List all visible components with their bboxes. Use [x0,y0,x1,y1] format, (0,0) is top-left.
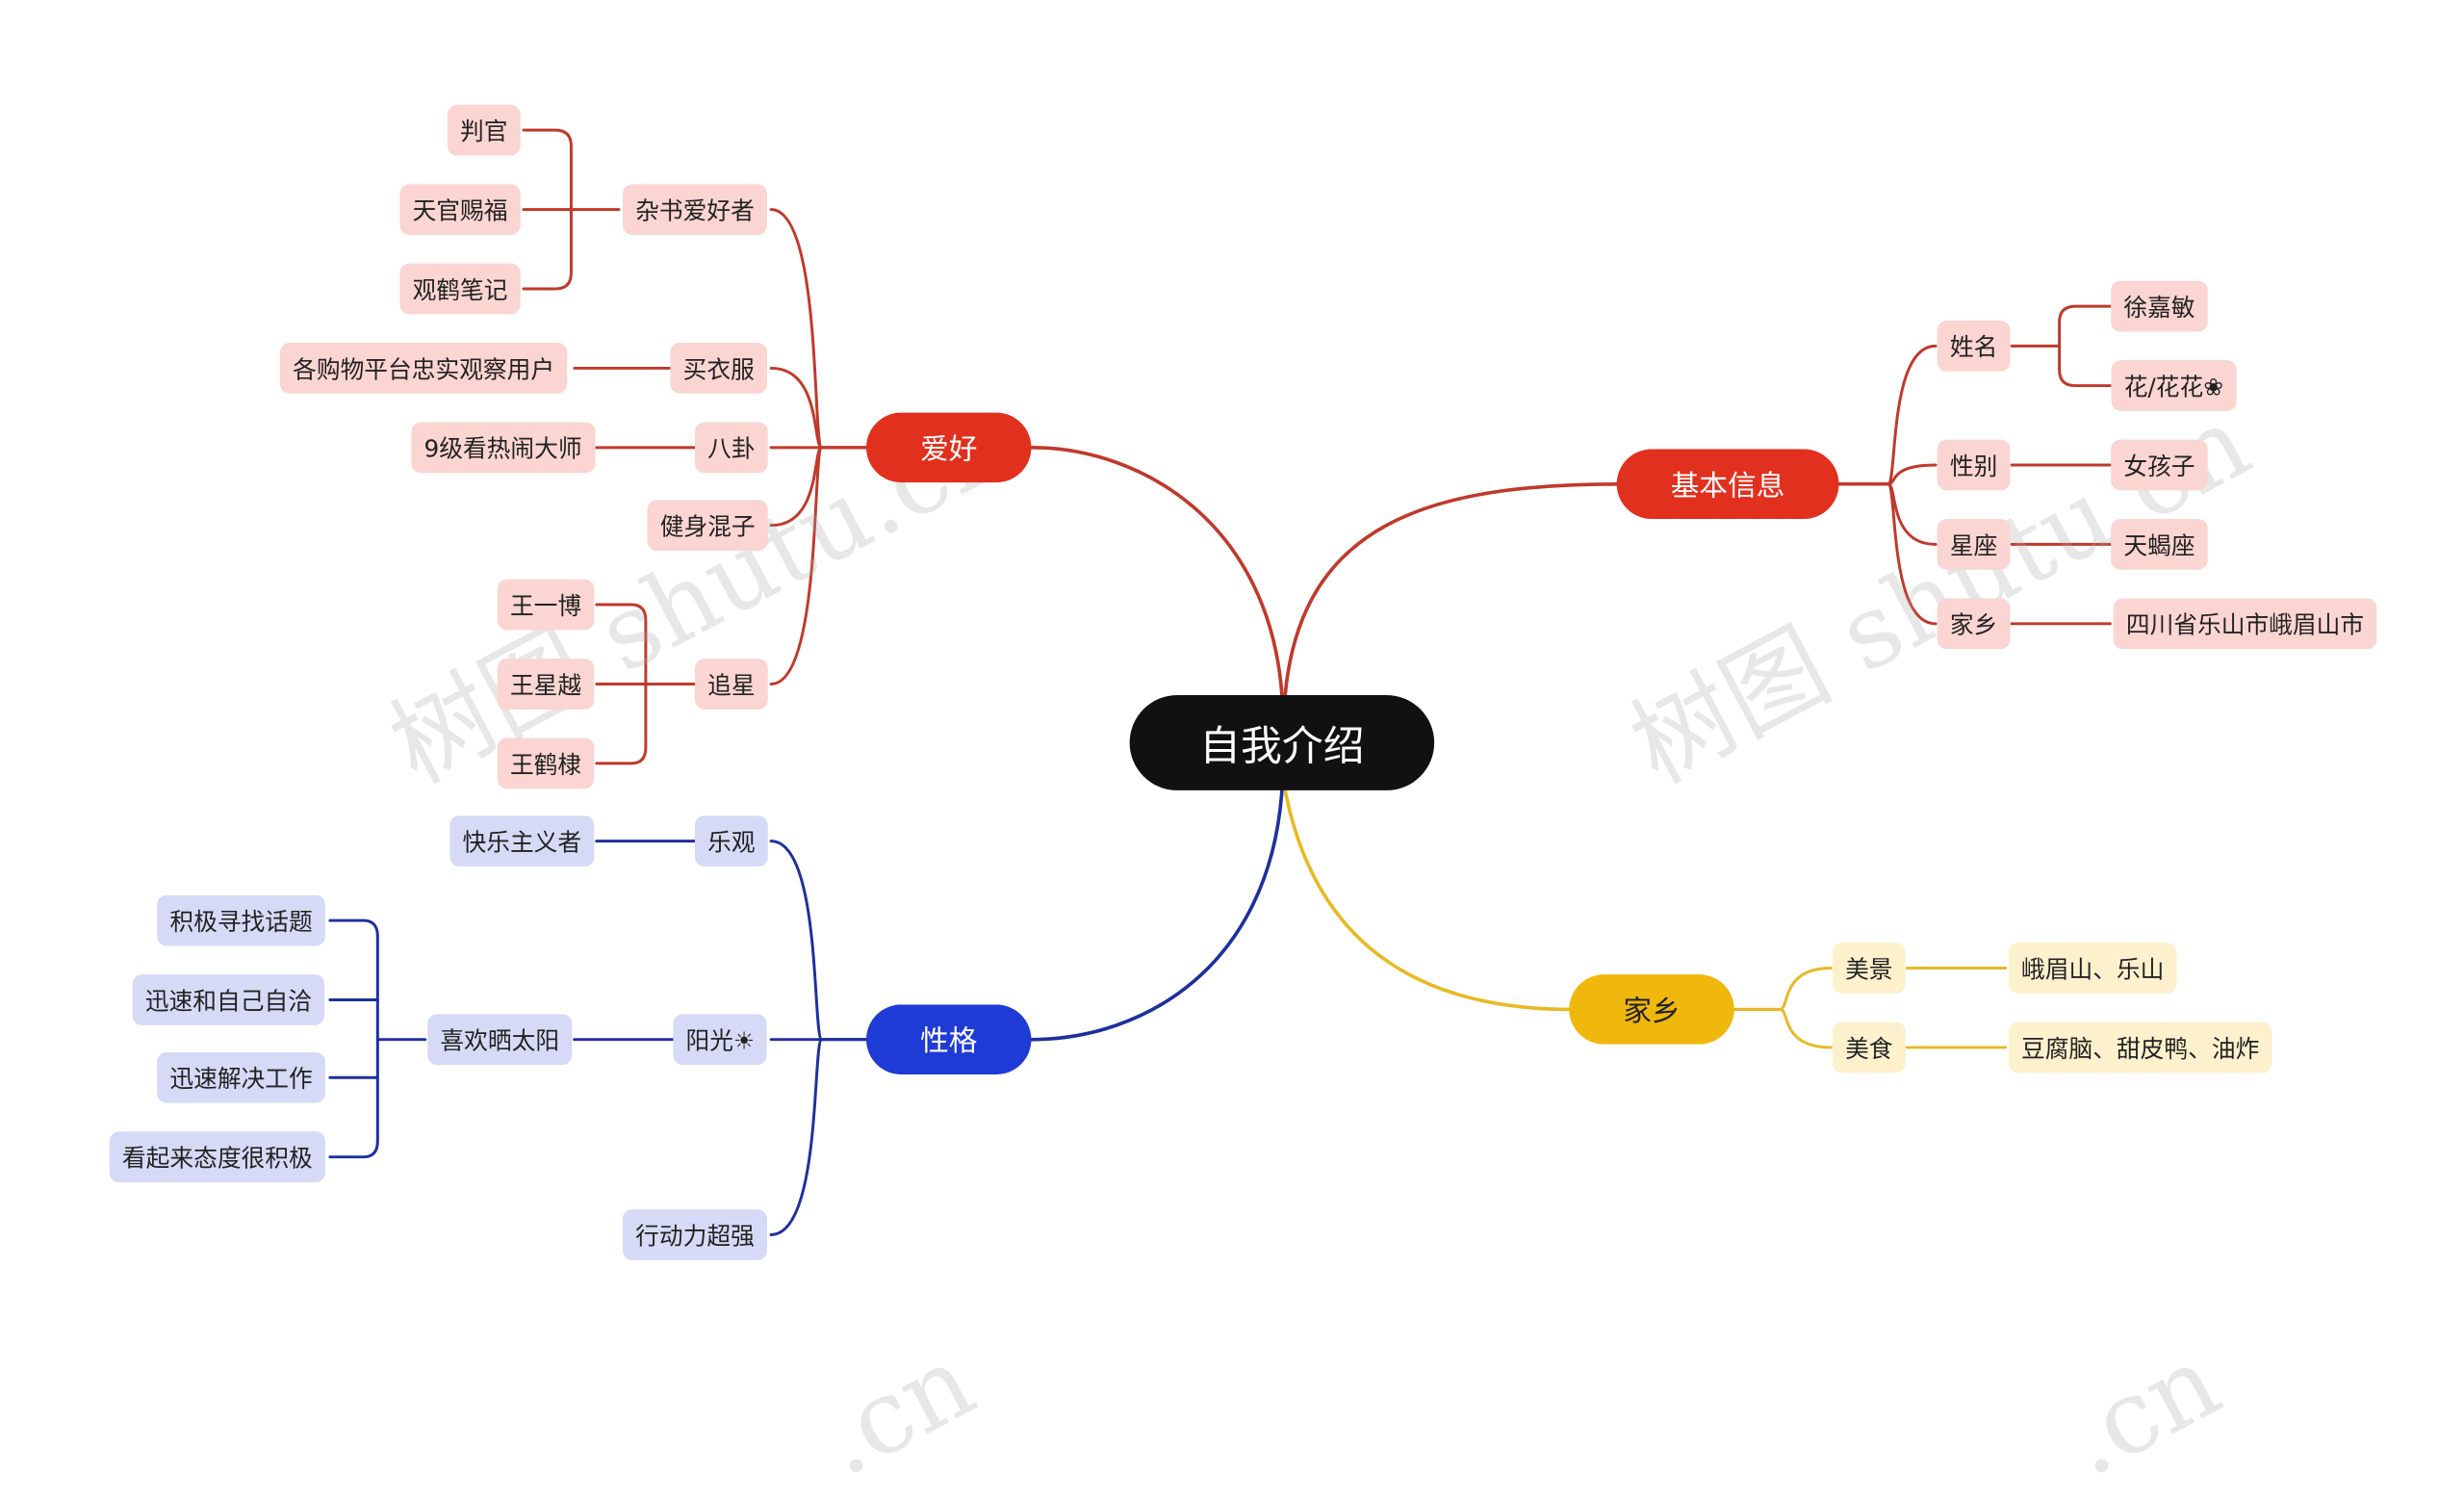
leaf-panguan[interactable]: 判官 [447,104,521,156]
link-root-personality [1029,789,1284,1042]
link-personality-0 [769,840,871,1042]
leaf-scenery[interactable]: 峨眉山、乐山 [2008,943,2177,994]
leaf-kanre[interactable]: 9级看热闹大师 [411,422,595,474]
link-hobby-0 [769,208,871,450]
leaf-hometown[interactable]: 四川省乐山市峨眉山市 [2113,598,2377,650]
topic-bagua[interactable]: 八卦 [694,422,768,474]
link-name-bracket [2058,304,2112,388]
leaf-wanghedi[interactable]: 王鹤棣 [497,737,595,789]
root-topic[interactable]: 自我介绍 [1129,694,1435,790]
topic-meishi[interactable]: 美食 [1832,1022,1906,1073]
topic-jiaxiang[interactable]: 家乡 [1937,598,2011,650]
topic-xingdongli[interactable]: 行动力超强 [622,1209,768,1260]
link-basic-1 [1835,463,1938,486]
leaf-guanhe[interactable]: 观鹤笔记 [399,263,521,315]
topic-zhuixing[interactable]: 追星 [694,659,768,710]
topic-zashu[interactable]: 杂书爱好者 [622,184,768,235]
topic-xingbie[interactable]: 性别 [1937,439,2011,491]
branch-hobby[interactable]: 爱好 [866,412,1032,483]
topic-maiyifu[interactable]: 买衣服 [670,343,768,394]
topic-meijing[interactable]: 美景 [1832,943,1906,994]
topic-jianshen[interactable]: 健身混子 [647,500,768,551]
topic-xingming[interactable]: 姓名 [1937,320,2011,372]
link-root-hometown [1283,789,1573,1012]
link-hobby-1 [769,366,871,450]
leaf-kuaile[interactable]: 快乐主义者 [449,815,595,867]
leaf-wangyibo[interactable]: 王一博 [497,579,595,631]
topic-leguan[interactable]: 乐观 [694,815,768,867]
leaf-name[interactable]: 徐嘉敏 [2111,280,2208,332]
leaf-zixia[interactable]: 迅速和自己自洽 [132,974,325,1025]
mindmap-canvas: 树图 shutu.cn 树图 shutu.cn .cn .cn 自我介绍 爱好 … [109,104,2377,1500]
leaf-nickname[interactable]: 花/花花❀ [2111,360,2237,411]
leaf-tianguan[interactable]: 天官赐福 [399,184,521,235]
leaf-gender[interactable]: 女孩子 [2111,439,2208,491]
link-personality-2 [769,1038,871,1236]
link-hobby-3 [769,446,871,528]
branch-personality[interactable]: 性格 [866,1004,1032,1074]
leaf-shopping[interactable]: 各购物平台忠实观察用户 [279,343,568,394]
connector-lines [328,128,2112,1236]
link-hobby-4 [769,446,871,685]
link-shai-bracket [328,918,379,1159]
link-basic-3 [1835,482,1938,626]
leaf-wangxingyue[interactable]: 王星越 [497,659,595,710]
leaf-taidu[interactable]: 看起来态度很积极 [109,1131,325,1183]
link-hometown-0 [1732,967,1833,1011]
leaf-gongzuo[interactable]: 迅速解决工作 [157,1051,325,1103]
topic-xingzuo[interactable]: 星座 [1937,519,2011,570]
leaf-food[interactable]: 豆腐脑、甜皮鸭、油炸 [2008,1022,2272,1073]
leaf-jiji[interactable]: 积极寻找话题 [157,894,325,946]
branch-basic-info[interactable]: 基本信息 [1616,449,1839,520]
link-hometown-1 [1732,1007,1833,1049]
leaf-zodiac[interactable]: 天蝎座 [2111,519,2208,570]
link-root-hobby [1029,446,1284,697]
link-basic-0 [1835,344,1938,486]
branch-hometown[interactable]: 家乡 [1569,974,1734,1045]
link-root-basic [1283,481,1622,697]
topic-yangguang[interactable]: 阳光☀ [673,1014,768,1066]
topic-shaitaiyang[interactable]: 喜欢晒太阳 [427,1014,573,1066]
link-basic-2 [1835,482,1938,546]
link-shai-mid [328,998,379,1079]
